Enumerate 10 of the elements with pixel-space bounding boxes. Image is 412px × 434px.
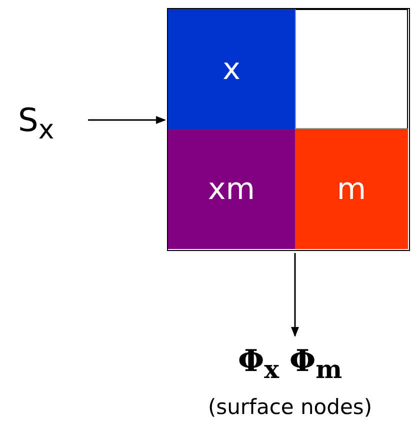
grid-cell: x	[168, 9, 295, 129]
arrow	[291, 253, 299, 337]
grid-cell: xm	[168, 129, 295, 249]
output-note: (surface nodes)	[206, 394, 374, 421]
output-formula: Φ$_{x}$ Φ$_{m}$	[236, 343, 344, 386]
grid-cell: m	[295, 129, 408, 249]
grid-cell	[295, 9, 408, 129]
input-label: S$_{x}$	[18, 98, 88, 142]
grid-box	[167, 8, 410, 251]
arrow	[88, 116, 166, 124]
